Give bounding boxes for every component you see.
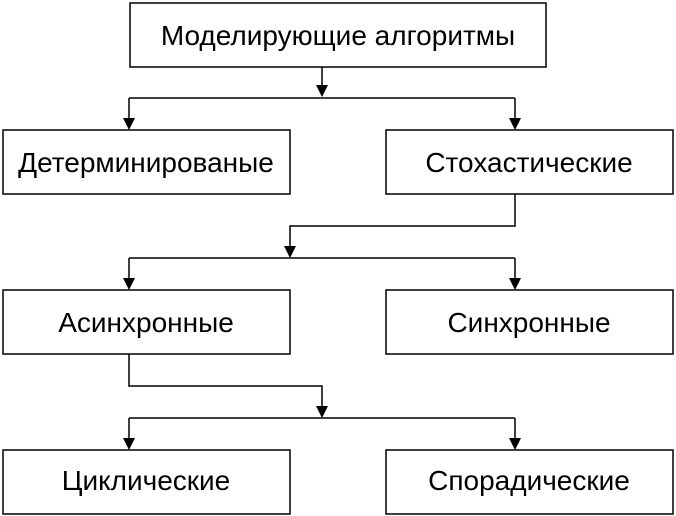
arrow-head [123,278,135,290]
arrow-head [509,278,521,290]
node-stochastic: Стохастические [385,129,674,195]
node-label: Асинхронные [58,307,234,338]
node-label: Детерминированые [18,147,274,178]
edge-root-to-level1 [123,67,521,130]
node-deterministic: Детерминированые [2,129,291,195]
arrow-head [316,85,328,97]
arrow-head [316,406,328,418]
arrow-head [509,438,521,450]
node-label: Синхронные [447,307,610,338]
node-asynchronous: Асинхронные [2,289,291,355]
edge-stochastic-to-level2 [123,194,521,290]
node-label: Циклические [62,465,231,496]
arrow-head [284,246,296,258]
node-label: Спорадические [428,465,630,496]
node-modeling-algorithms: Моделирующие алгоритмы [129,2,547,68]
edge-asynchronous-to-level3 [123,354,521,450]
node-synchronous: Синхронные [385,289,674,355]
arrow-head [509,118,521,130]
arrow-head [123,118,135,130]
node-label: Моделирующие алгоритмы [161,20,515,51]
node-cyclic: Циклические [2,449,291,515]
arrow-head [123,438,135,450]
node-sporadic: Спорадические [385,449,674,515]
node-label: Стохастические [425,147,632,178]
